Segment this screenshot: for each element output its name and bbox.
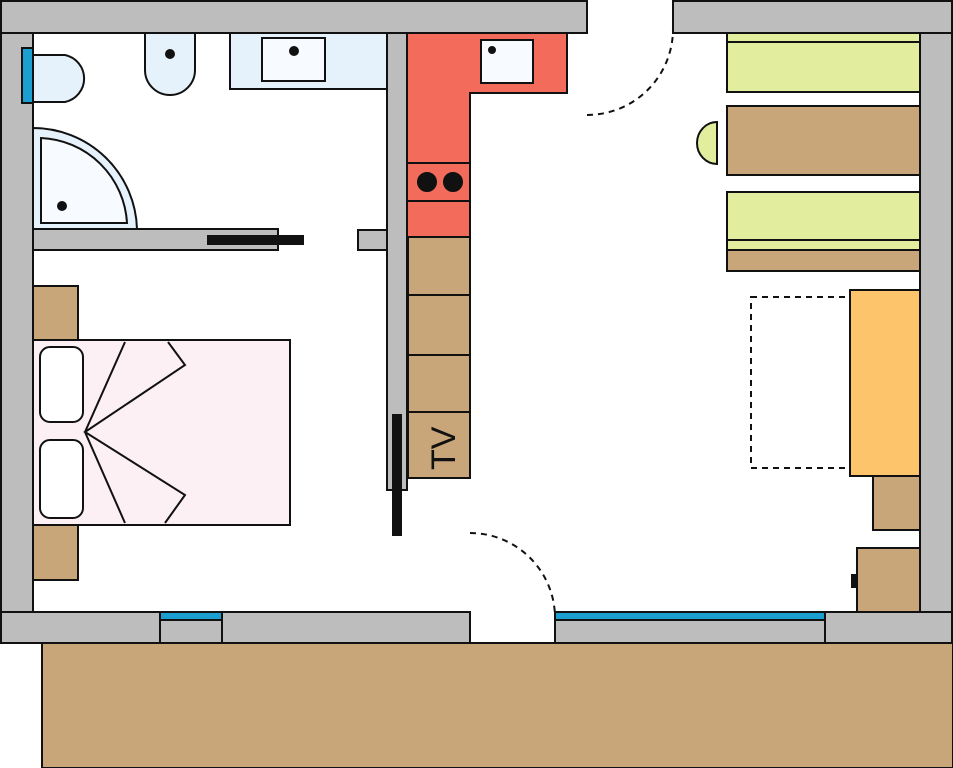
- stove-burner: [443, 172, 463, 192]
- sofa-base: [726, 249, 921, 272]
- window: [21, 47, 34, 104]
- cabinet: [407, 294, 471, 356]
- balcony-door[interactable]: [469, 532, 556, 619]
- bidet: [144, 32, 196, 96]
- pillow: [39, 439, 84, 519]
- cabinet: [872, 475, 921, 531]
- balcony: [41, 642, 953, 768]
- walls: [0, 0, 953, 644]
- entrance-door[interactable]: [586, 29, 674, 116]
- nightstand: [32, 285, 79, 341]
- lamp: [696, 120, 718, 166]
- bedroom-sliding-door[interactable]: [392, 414, 402, 536]
- stove-burner: [417, 172, 437, 192]
- cabinet-handle: [851, 574, 858, 588]
- bathroom-sink: [261, 37, 326, 82]
- table: [849, 289, 921, 477]
- window: [159, 611, 223, 621]
- bidet-drain: [165, 49, 175, 59]
- sofa-bed: [726, 191, 921, 251]
- nightstand: [32, 524, 79, 581]
- cabinet: [856, 547, 921, 613]
- tv-cabinet: [407, 411, 471, 479]
- bathroom-sliding-door[interactable]: [207, 235, 304, 245]
- blanket-fold: [83, 341, 187, 524]
- tv-label: TV: [425, 426, 463, 470]
- shower-drain: [57, 201, 67, 211]
- pillow: [39, 346, 84, 423]
- sink-drain: [289, 46, 299, 56]
- fold-out-bed-outline: [750, 296, 851, 469]
- sideboard: [726, 105, 921, 176]
- cabinet: [407, 354, 471, 413]
- kitchen-sink-drain: [488, 46, 496, 54]
- toilet: [32, 54, 86, 103]
- shower-tray: [40, 136, 129, 224]
- kitchen-sink: [480, 39, 534, 84]
- cabinet: [407, 236, 471, 296]
- window: [554, 611, 826, 621]
